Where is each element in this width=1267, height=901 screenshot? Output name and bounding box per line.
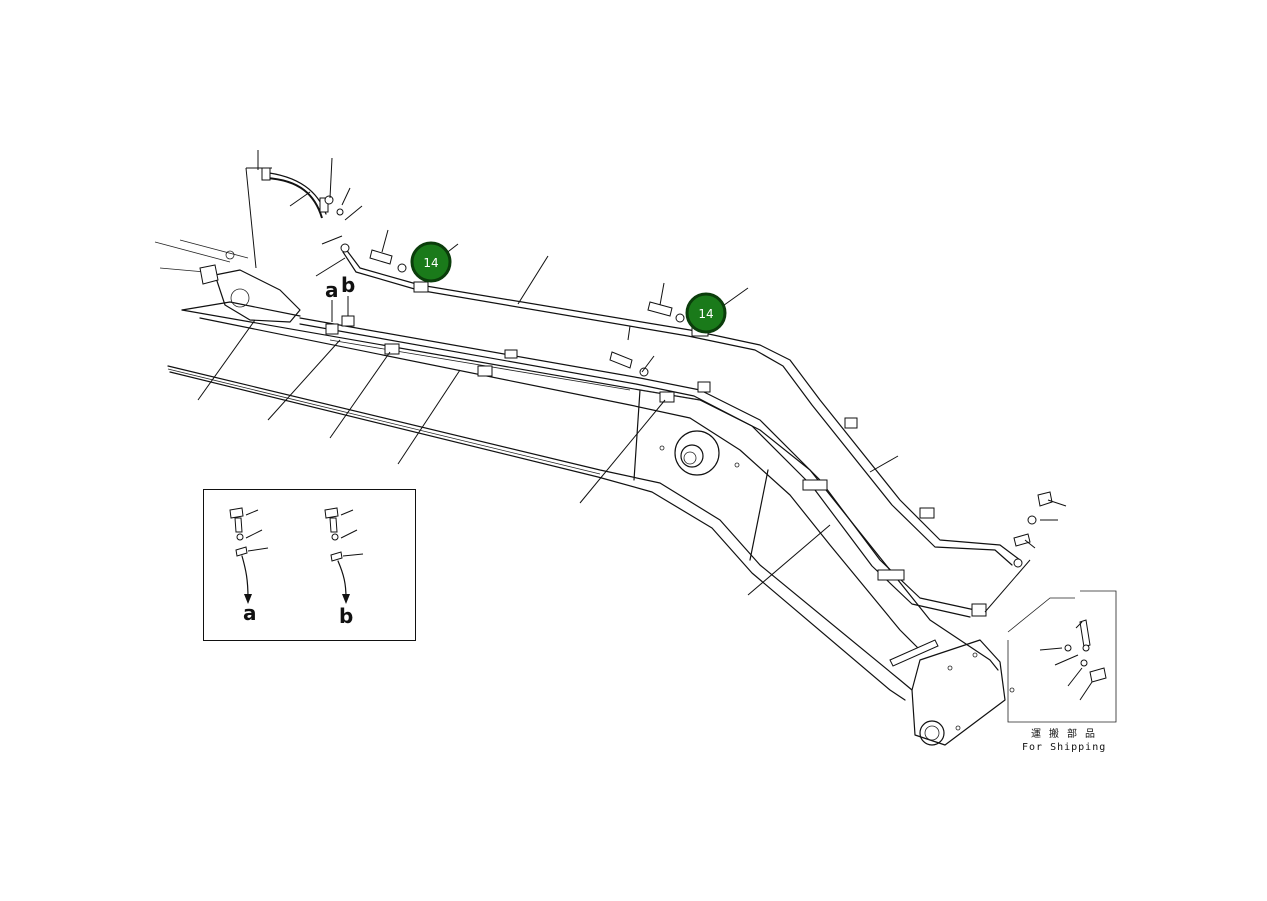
bolt-3 <box>609 351 633 369</box>
washer-4 <box>675 313 685 323</box>
leader-lines <box>197 150 1067 613</box>
clamp-a <box>325 323 339 335</box>
shipping-label-japanese: 運 搬 部 品 <box>1031 727 1096 740</box>
clamp-10 <box>919 507 935 519</box>
detail-label-a: a <box>243 601 257 625</box>
tip-pipe-bracket <box>889 639 939 667</box>
washer-3 <box>397 263 407 273</box>
clamp-11 <box>844 417 858 429</box>
nut-1 <box>1013 558 1023 568</box>
clamp-5 <box>504 349 518 359</box>
label-a: a <box>325 278 339 302</box>
callout-14-a[interactable]: 14 <box>410 241 452 283</box>
label-b: b <box>341 273 355 297</box>
hose-fitting <box>261 167 271 181</box>
bolt-4 <box>1037 491 1053 507</box>
bolt-head <box>324 195 334 205</box>
shipping-label-english: For Shipping <box>1022 742 1106 753</box>
callout-number: 14 <box>698 307 713 321</box>
clamp-1 <box>413 281 429 293</box>
clamp-8 <box>802 479 828 491</box>
washer-5 <box>639 367 649 377</box>
shipping-inset: 運 搬 部 品 For Shipping <box>1007 590 1117 753</box>
bolt-1 <box>369 249 393 265</box>
clamp-b <box>341 315 355 327</box>
clamp-3 <box>384 343 400 355</box>
clamp-4 <box>477 365 493 377</box>
clamp-12 <box>971 603 987 617</box>
pipe-fitting <box>340 243 350 253</box>
clamp-6 <box>659 391 675 403</box>
callout-number: 14 <box>423 256 438 270</box>
bolt-2 <box>647 301 673 317</box>
clamp-7 <box>697 381 711 393</box>
callout-14-b[interactable]: 14 <box>685 292 727 334</box>
washer-1 <box>1027 515 1037 525</box>
bolt-5 <box>1013 533 1031 547</box>
detail-label-b: b <box>339 604 353 628</box>
detail-inset-ab: a b <box>203 489 416 641</box>
washer-2 <box>336 208 344 216</box>
clamp-9 <box>877 569 905 581</box>
hose-end-fitting <box>319 197 329 213</box>
